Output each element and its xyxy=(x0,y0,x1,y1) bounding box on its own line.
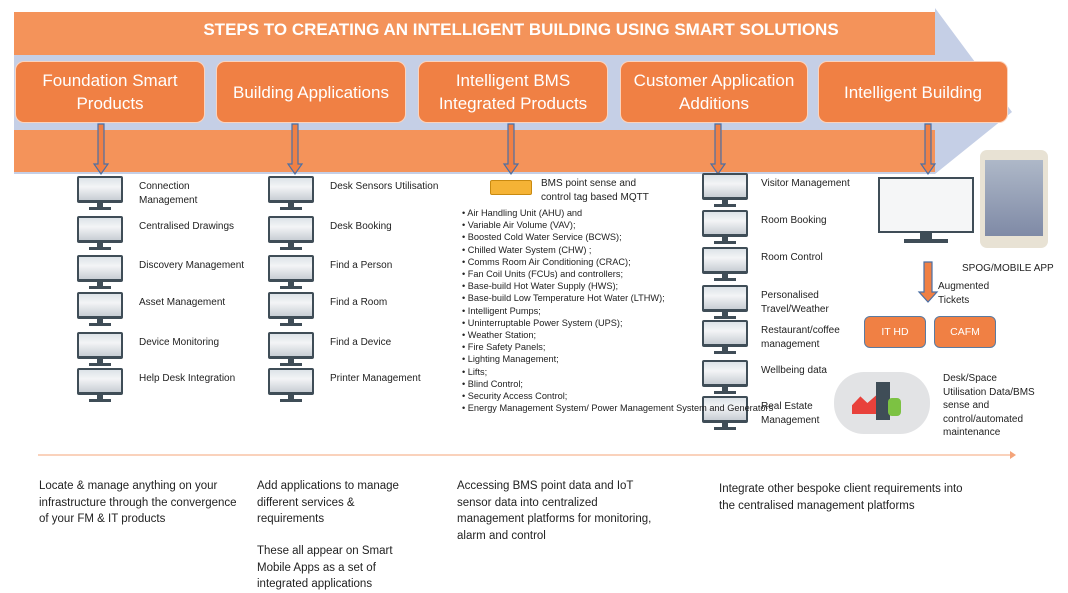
description-applications: Add applications to manage different ser… xyxy=(257,480,399,525)
description-mobile-apps: These all appear on Smart Mobile Apps as… xyxy=(257,545,393,590)
bms-item: Lifts; xyxy=(462,366,773,378)
monitor-icon xyxy=(77,292,123,326)
feature-label: Desk Booking xyxy=(330,221,392,232)
monitor-icon xyxy=(268,216,314,250)
monitor-icon xyxy=(268,292,314,326)
bms-item: Uninterruptable Power System (UPS); xyxy=(462,317,773,329)
feature-label: Room Control xyxy=(761,252,823,263)
description-integrate: Integrate other bespoke client requireme… xyxy=(719,483,963,512)
feature-label: Find a Person xyxy=(330,260,393,271)
bms-item: Variable Air Volume (VAV); xyxy=(462,219,773,231)
feature-label: Asset Management xyxy=(139,297,226,308)
bms-item: Intelligent Pumps; xyxy=(462,305,773,317)
feature-label: Visitor Management xyxy=(761,178,850,189)
monitor-icon xyxy=(77,176,123,210)
cloud-description: Desk/Space Utilisation Data/BMS sense an… xyxy=(943,373,1035,438)
feature-label: Real Estate Management xyxy=(761,401,820,426)
feature-label: Desk Sensors Utilisation xyxy=(330,181,439,192)
feature-label: Device Monitoring xyxy=(139,337,220,348)
cloud-icon xyxy=(834,372,930,434)
augmented-tickets-label: Augmented Tickets xyxy=(938,281,990,306)
bms-item: Security Access Control; xyxy=(462,390,773,402)
bms-item: Fire Safety Panels; xyxy=(462,341,773,353)
monitor-icon xyxy=(77,255,123,289)
bms-list: Air Handling Unit (AHU) andVariable Air … xyxy=(462,207,773,414)
description-bms: Accessing BMS point data and IoT sensor … xyxy=(457,480,652,542)
feature-label: Help Desk Integration xyxy=(139,373,236,384)
bms-item: Blind Control; xyxy=(462,378,773,390)
step-intelligent-bms: Intelligent BMS Integrated Products xyxy=(418,61,608,123)
feature-label: Printer Management xyxy=(330,373,421,384)
bms-item: Comms Room Air Conditioning (CRAC); xyxy=(462,256,773,268)
bms-item: Chilled Water System (CHW) ; xyxy=(462,244,773,256)
monitor-icon xyxy=(268,368,314,402)
dashboard-monitor-icon xyxy=(878,177,974,243)
step-building-applications: Building Applications xyxy=(216,61,406,123)
monitor-icon xyxy=(268,332,314,366)
step-foundation: Foundation Smart Products xyxy=(15,61,205,123)
feature-label: Room Booking xyxy=(761,215,827,226)
monitor-icon xyxy=(77,216,123,250)
feature-label: Restaurant/coffee management xyxy=(761,325,840,350)
bms-item: Base-build Low Temperature Hot Water (LT… xyxy=(462,292,773,304)
feature-label: Personalised Travel/Weather xyxy=(761,290,829,315)
monitor-icon xyxy=(268,255,314,289)
monitor-icon xyxy=(702,173,748,207)
spog-label: SPOG/MOBILE APP xyxy=(962,263,1054,274)
feature-label: Wellbeing data xyxy=(761,365,827,376)
feature-label: Find a Room xyxy=(330,297,388,308)
bms-item: Energy Management System/ Power Manageme… xyxy=(462,402,773,414)
bms-item: Weather Station; xyxy=(462,329,773,341)
monitor-icon xyxy=(77,368,123,402)
bms-controller-icon xyxy=(490,180,532,195)
step-intelligent-building: Intelligent Building xyxy=(818,61,1008,123)
it-hd-box: IT HD xyxy=(864,316,926,348)
bms-item: Base-build Hot Water Supply (HWS); xyxy=(462,280,773,292)
monitor-icon xyxy=(268,176,314,210)
monitor-icon xyxy=(77,332,123,366)
bms-item: Air Handling Unit (AHU) and xyxy=(462,207,773,219)
bms-heading: BMS point sense and control tag based MQ… xyxy=(541,178,649,203)
bms-item: Boosted Cold Water Service (BCWS); xyxy=(462,231,773,243)
feature-label: Centralised Drawings xyxy=(139,221,235,232)
bms-item: Fan Coil Units (FCUs) and controllers; xyxy=(462,268,773,280)
description-foundation: Locate & manage anything on your infrast… xyxy=(39,480,237,525)
step-customer-application: Customer Application Additions xyxy=(620,61,808,123)
feature-label: Connection Management xyxy=(139,181,198,206)
feature-label: Discovery Management xyxy=(139,260,245,271)
cafm-box: CAFM xyxy=(934,316,996,348)
banner-title: STEPS TO CREATING AN INTELLIGENT BUILDIN… xyxy=(203,20,839,39)
bms-item: Lighting Management; xyxy=(462,353,773,365)
feature-label: Find a Device xyxy=(330,337,392,348)
tablet-icon xyxy=(980,150,1048,248)
